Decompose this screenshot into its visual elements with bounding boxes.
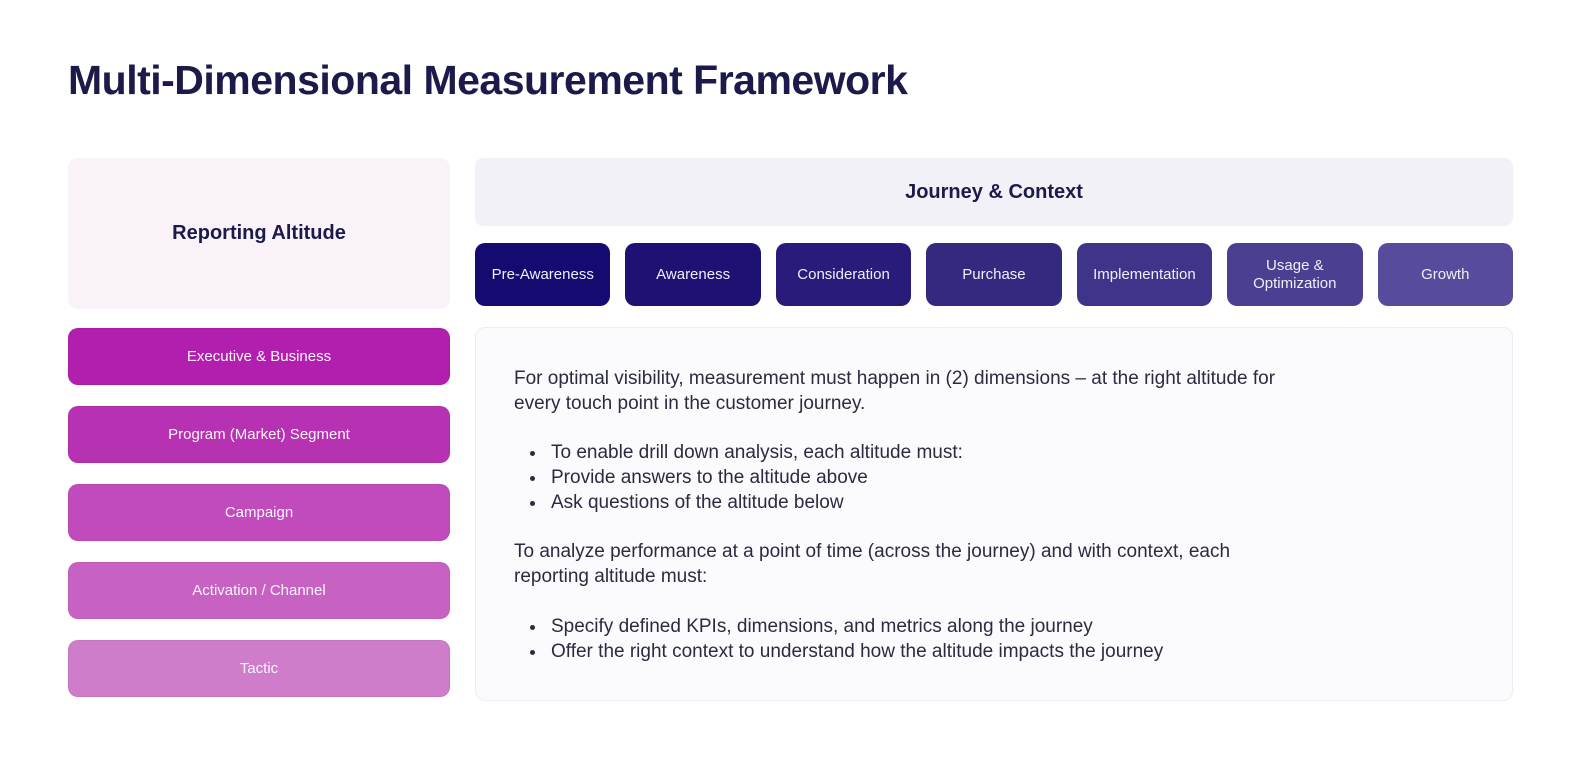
journey-stage-implementation[interactable]: Implementation xyxy=(1076,243,1213,306)
reporting-altitude-header: Reporting Altitude xyxy=(68,158,450,309)
journey-context-column: Journey & Context Pre-Awareness Awarenes… xyxy=(475,158,1513,701)
description-panel: For optimal visibility, measurement must… xyxy=(475,327,1513,701)
journey-stage-consideration[interactable]: Consideration xyxy=(775,243,912,306)
reporting-altitude-column: Reporting Altitude Executive & Business … xyxy=(68,158,450,697)
bullet-item: Ask questions of the altitude below xyxy=(547,490,1327,515)
page-title: Multi-Dimensional Measurement Framework xyxy=(68,57,908,103)
journey-stage-purchase[interactable]: Purchase xyxy=(926,243,1062,306)
altitude-level-campaign[interactable]: Campaign xyxy=(68,484,450,541)
altitude-level-program-market-segment[interactable]: Program (Market) Segment xyxy=(68,406,450,463)
bullet-item: Provide answers to the altitude above xyxy=(547,465,1327,490)
reporting-altitude-bullet-list: Specify defined KPIs, dimensions, and me… xyxy=(547,614,1327,664)
journey-context-header: Journey & Context xyxy=(475,158,1513,226)
main-layout: Reporting Altitude Executive & Business … xyxy=(68,158,1513,701)
description-paragraph-1: For optimal visibility, measurement must… xyxy=(514,368,1276,415)
journey-stage-growth[interactable]: Growth xyxy=(1377,243,1513,306)
journey-stage-awareness[interactable]: Awareness xyxy=(625,243,761,306)
bullet-item: Offer the right context to understand ho… xyxy=(547,639,1327,664)
altitude-level-tactic[interactable]: Tactic xyxy=(68,640,450,697)
bullet-item: Specify defined KPIs, dimensions, and me… xyxy=(547,614,1327,639)
drill-down-bullet-list: To enable drill down analysis, each alti… xyxy=(547,440,1327,515)
bullet-item: To enable drill down analysis, each alti… xyxy=(547,440,1327,465)
journey-stage-usage-optimization[interactable]: Usage & Optimization xyxy=(1227,243,1363,306)
altitude-level-activation-channel[interactable]: Activation / Channel xyxy=(68,562,450,619)
journey-stages-row: Pre-Awareness Awareness Consideration Pu… xyxy=(475,243,1513,306)
journey-stage-pre-awareness[interactable]: Pre-Awareness xyxy=(475,243,611,306)
description-paragraph-2: To analyze performance at a point of tim… xyxy=(514,541,1231,588)
altitude-level-executive-business[interactable]: Executive & Business xyxy=(68,328,450,385)
